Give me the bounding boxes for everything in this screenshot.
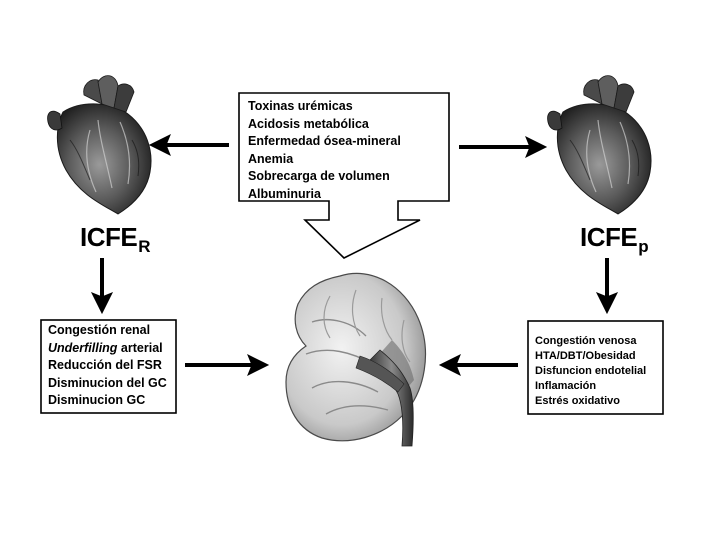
kidney-icon — [285, 272, 427, 447]
right-item-3: Disfuncion endotelial — [535, 365, 647, 377]
left-item-2: Underfilling arterial — [48, 340, 167, 358]
icfep-label: ICFEp — [580, 222, 649, 257]
icfer-label-sub: R — [138, 237, 151, 256]
left-box-frame — [40, 319, 177, 414]
center-item-6: Albuminuria — [248, 186, 321, 201]
right-item-1: Congestión venosa — [535, 335, 637, 347]
left-item-5: Disminucion GC — [48, 393, 146, 407]
arrow-left-box-to-kidney-head — [247, 353, 270, 377]
icfep-label-main: ICFE — [580, 222, 638, 252]
right-box-frame — [527, 320, 664, 415]
left-item-1: Congestión renal — [48, 323, 151, 337]
right-box-list: Congestión venosa HTA/DBT/Obesidad Disfu… — [535, 334, 646, 409]
right-item-2: HTA/DBT/Obesidad — [535, 350, 636, 362]
center-item-3: Enfermedad ósea-mineral — [248, 134, 401, 148]
center-item-5: Sobrecarga de volumen — [248, 169, 390, 183]
arrow-right-box-to-kidney-head — [438, 353, 461, 377]
center-item-2: Acidosis metabólica — [248, 116, 369, 131]
left-box-list: Congestión renal Underfilling arterial R… — [48, 322, 167, 410]
arrow-center-to-right-heart-head — [525, 135, 548, 159]
left-item-3: Reducción del FSR — [48, 358, 162, 372]
arrow-center-to-left-heart-head — [148, 133, 171, 157]
icfer-label-main: ICFE — [80, 222, 138, 252]
connector-arrows — [90, 133, 619, 377]
center-box-list: Toxinas urémicas Acidosis metabólica Enf… — [248, 98, 401, 203]
center-item-4: Anemia — [248, 151, 294, 166]
left-item-2-italic: Underfilling — [48, 340, 118, 355]
left-item-4: Disminucion del GC — [48, 375, 167, 390]
right-item-4: Inflamación — [535, 380, 597, 392]
center-callout-shape — [238, 92, 450, 259]
right-item-5: Estrés oxidativo — [535, 395, 620, 407]
heart-left-icon — [47, 75, 152, 215]
arrow-icfep-down-head — [595, 292, 619, 315]
heart-right-icon — [547, 75, 652, 215]
center-item-1: Toxinas urémicas — [248, 99, 353, 113]
left-item-2-rest: arterial — [117, 340, 163, 355]
icfer-label: ICFER — [80, 222, 151, 257]
icfep-label-sub: p — [638, 237, 649, 256]
arrow-icfer-down-head — [90, 292, 114, 315]
